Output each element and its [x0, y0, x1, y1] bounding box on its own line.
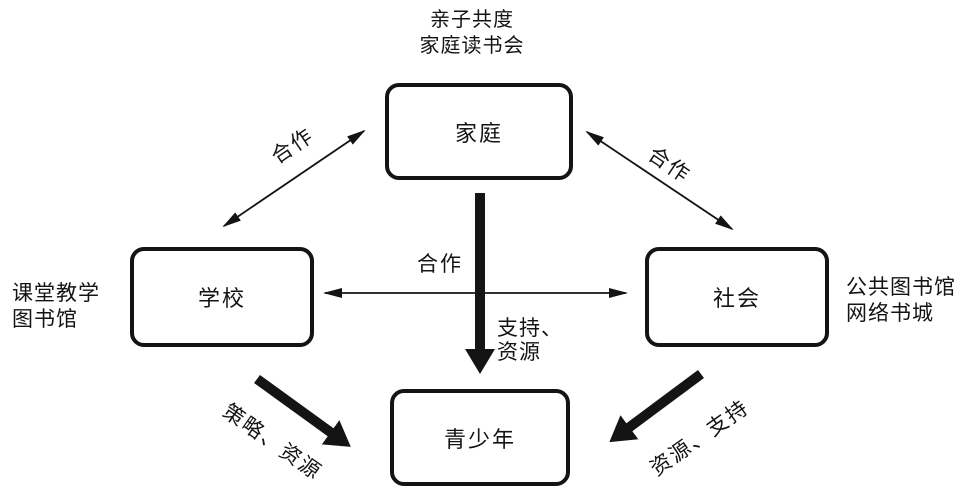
edge-label-family-youth-line1: 支持、 [497, 316, 563, 340]
note-society-line1: 公共图书馆 [846, 275, 956, 299]
node-society-label: 社会 [712, 287, 761, 312]
node-family: 家庭 [385, 83, 573, 180]
note-society: 公共图书馆 网络书城 [846, 274, 956, 327]
node-youth-label: 青少年 [443, 427, 516, 453]
node-school-label: 学校 [197, 287, 246, 312]
note-school: 课堂教学 图书馆 [12, 280, 100, 333]
node-society: 社会 [645, 247, 829, 347]
note-school-line2: 图书馆 [12, 307, 78, 332]
arrow-school-youth [254, 374, 351, 447]
node-family-label: 家庭 [454, 121, 503, 147]
diagram-title: 亲子共度 家庭读书会 [420, 6, 525, 58]
diagram-title-line2: 家庭读书会 [419, 33, 525, 57]
arrow-family-school [222, 129, 366, 228]
diagram-title-line1: 亲子共度 [430, 7, 514, 31]
arrow-society-youth [609, 369, 704, 443]
note-school-line1: 课堂教学 [12, 281, 100, 305]
node-youth: 青少年 [390, 389, 570, 486]
edge-label-school-society: 合作 [417, 252, 463, 276]
edge-label-family-youth: 支持、 资源 [497, 316, 563, 364]
node-school: 学校 [130, 247, 314, 347]
arrow-family-society [585, 130, 734, 231]
note-society-line2: 网络书城 [846, 301, 934, 326]
edge-label-family-youth-line2: 资源 [497, 340, 541, 365]
